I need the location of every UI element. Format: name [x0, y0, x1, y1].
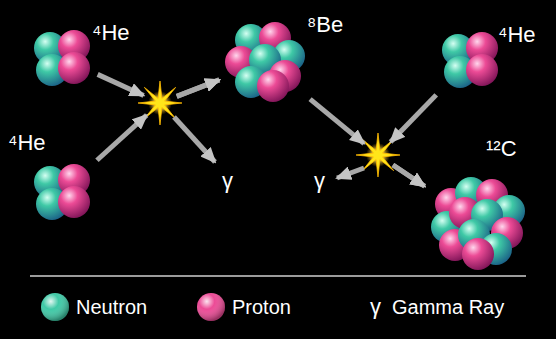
- nucleus: ⁴He: [30, 160, 94, 224]
- nucleon-cluster: [30, 160, 94, 224]
- gamma-symbol: γ: [370, 294, 381, 320]
- nucleon-cluster: [438, 28, 502, 92]
- arrow-segment: [177, 80, 220, 97]
- arrow-segment: [391, 95, 437, 142]
- arrow-segment: [393, 165, 425, 186]
- reaction-arrow: [310, 99, 425, 186]
- legend-label: Gamma Ray: [392, 294, 504, 320]
- proton-sphere: [58, 52, 90, 84]
- gamma-symbol: γ: [222, 168, 233, 194]
- gamma-arrow: [174, 117, 215, 162]
- gamma-arrow: [337, 168, 364, 178]
- nucleus: ⁴He: [30, 26, 94, 90]
- legend-sphere: [40, 292, 72, 324]
- legend-swatch: [197, 293, 225, 321]
- gamma-symbol: γ: [314, 168, 325, 194]
- swatch-shine: [197, 293, 225, 321]
- arrow-segment: [310, 99, 364, 143]
- arrow-segment: [393, 165, 425, 186]
- nucleon-cluster: [223, 20, 307, 104]
- arrow-segment: [97, 115, 147, 160]
- legend-swatch: [41, 293, 69, 321]
- nucleus-label: ⁸Be: [307, 12, 343, 38]
- reaction-arrow: [98, 74, 220, 96]
- nucleus-label: ⁴He: [92, 20, 130, 46]
- nucleon-cluster: [428, 172, 528, 272]
- nucleus-label: ¹²C: [486, 136, 517, 162]
- swatch-shine: [41, 293, 69, 321]
- legend-label: Proton: [232, 294, 291, 320]
- reaction-arrow: [97, 80, 219, 160]
- nucleon-cluster: [30, 26, 94, 90]
- nucleus: ⁸Be: [223, 20, 307, 104]
- proton-sphere: [466, 54, 498, 86]
- nucleus: ¹²C: [428, 172, 528, 272]
- proton-sphere: [257, 70, 289, 102]
- legend-sphere: [196, 292, 228, 324]
- arrow-segment: [177, 80, 220, 97]
- proton-sphere: [462, 238, 494, 270]
- legend-rule: [30, 275, 526, 277]
- arrow-segment: [98, 74, 144, 95]
- nucleus-label: ⁴He: [8, 130, 46, 156]
- reaction-arrow: [391, 95, 437, 186]
- legend-label: Neutron: [76, 294, 147, 320]
- nucleus-label: ⁴He: [498, 22, 536, 48]
- proton-sphere: [58, 186, 90, 218]
- nucleus: ⁴He: [438, 28, 502, 92]
